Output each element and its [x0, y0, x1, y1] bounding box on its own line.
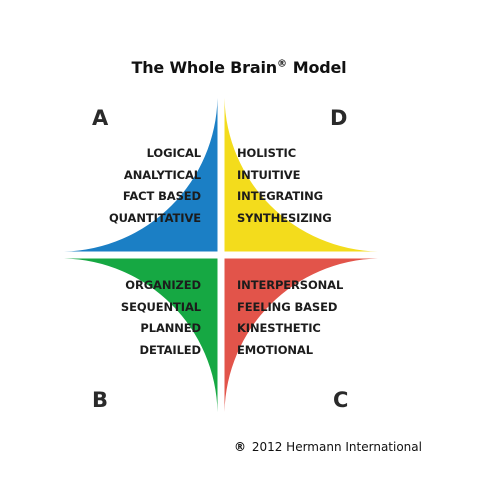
corner-label-c: C — [333, 388, 349, 412]
quadrant-a-item: FACT BASED — [122, 189, 201, 203]
copyright-notice: ® 2012 Hermann International — [234, 440, 422, 454]
quadrant-a-shape — [64, 98, 218, 252]
quadrant-c-text: INTERPERSONAL FEELING BASED KINESTHETIC … — [237, 275, 343, 361]
quadrant-b-item: ORGANIZED — [125, 278, 201, 292]
quadrant-b-text: ORGANIZED SEQUENTIAL PLANNED DETAILED — [121, 275, 201, 361]
quadrant-a-item: ANALYTICAL — [123, 167, 201, 182]
quadrant-c-item: INTERPERSONAL — [237, 278, 344, 292]
copyright-text: 2012 Hermann International — [251, 440, 422, 454]
title-text: The Whole Brain — [131, 58, 278, 77]
quadrant-d-item: SYNTHESIZING — [237, 210, 332, 225]
quadrant-c-shape — [224, 258, 378, 412]
quadrant-d-item: INTEGRATING — [237, 189, 323, 203]
quadrant-a-item: LOGICAL — [146, 146, 201, 160]
quadrant-b-item: PLANNED — [140, 321, 201, 335]
quadrant-c-item: EMOTIONAL — [237, 342, 313, 357]
quadrant-d-shape — [224, 98, 378, 252]
quadrant-d-text: HOLISTIC INTUITIVE INTEGRATING SYNTHESIZ… — [237, 143, 332, 229]
copyright-symbol: ® — [234, 440, 246, 454]
corner-label-a: A — [92, 106, 109, 130]
corner-label-d: D — [330, 106, 348, 130]
title-suffix: Model — [292, 58, 347, 77]
quadrant-b-item: SEQUENTIAL — [120, 299, 201, 314]
quadrant-a-text: LOGICAL ANALYTICAL FACT BASED QUANTITATI… — [109, 143, 201, 229]
quadrant-a-item: QUANTITATIVE — [108, 210, 201, 225]
quadrant-b-item: DETAILED — [139, 342, 202, 357]
quadrant-d-item: HOLISTIC — [237, 146, 297, 160]
corner-label-b: B — [92, 388, 109, 412]
quadrant-d-item: INTUITIVE — [237, 167, 301, 182]
registered-mark: ® — [276, 58, 287, 70]
diagram-title: The Whole Brain® Model — [0, 58, 478, 77]
quadrant-c-item: KINESTHETIC — [237, 321, 321, 335]
quadrant-c-item: FEELING BASED — [237, 299, 338, 314]
quadrant-b-shape — [64, 258, 218, 412]
